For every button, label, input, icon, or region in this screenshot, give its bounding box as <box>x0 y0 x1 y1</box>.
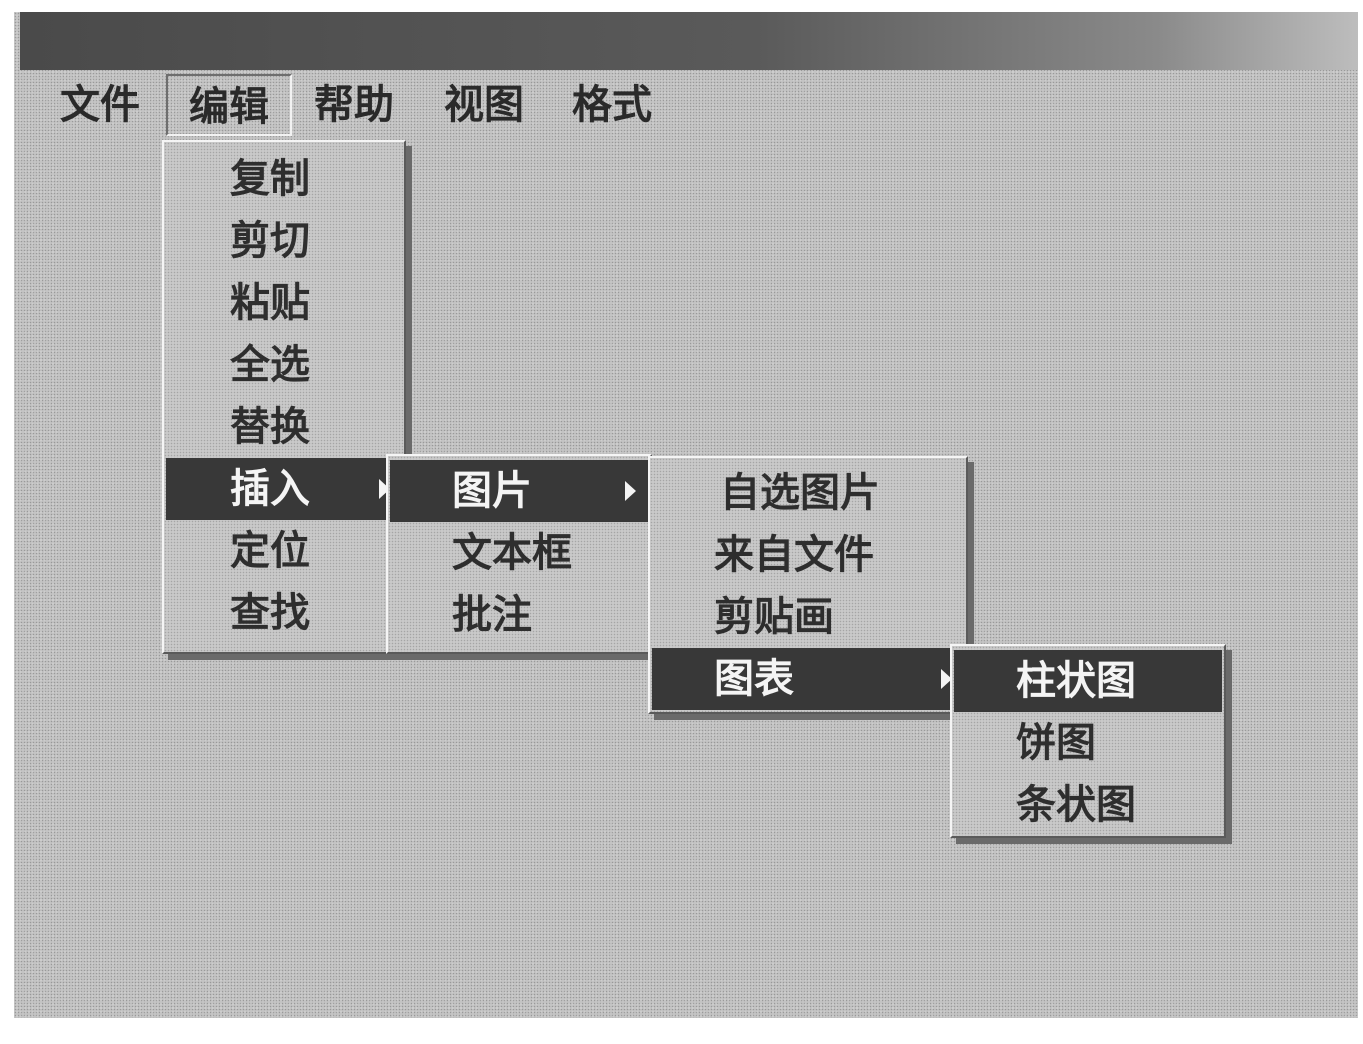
menu-item-goto[interactable]: 定位 <box>166 520 402 582</box>
menu-item-label: 饼图 <box>1016 720 1096 766</box>
menu-item-picture[interactable]: 图片 <box>390 460 648 522</box>
menu-item-chart[interactable]: 图表 <box>652 648 964 710</box>
menu-item-paste[interactable]: 粘贴 <box>166 272 402 334</box>
menu-item-label: 剪切 <box>230 218 310 264</box>
triangle-right-icon <box>941 669 952 689</box>
menu-item-select-all[interactable]: 全选 <box>166 334 402 396</box>
menu-item-label: 全选 <box>230 342 310 388</box>
menu-item-label: 查找 <box>230 590 310 636</box>
menu-item-copy[interactable]: 复制 <box>166 148 402 210</box>
menu-item-clip-art[interactable]: 剪贴画 <box>652 586 964 648</box>
insert-submenu: 图片 文本框 批注 <box>386 454 652 654</box>
menu-item-bar-chart[interactable]: 柱状图 <box>954 650 1222 712</box>
menu-item-autoshape-picture[interactable]: 自选图片 <box>652 462 964 524</box>
menu-item-comment[interactable]: 批注 <box>390 584 648 646</box>
menu-bar: 文件 编辑 帮助 视图 格式 <box>14 74 1358 138</box>
menubar-item-format[interactable]: 格式 <box>572 82 652 128</box>
menu-item-label: 定位 <box>230 528 310 574</box>
menu-item-label: 复制 <box>230 156 310 202</box>
title-bar <box>20 12 1358 70</box>
screen: 文件 编辑 帮助 视图 格式 复制 剪切 粘贴 全选 替换 插入 定位 查找 <box>14 12 1358 1018</box>
menubar-item-view[interactable]: 视图 <box>444 82 524 128</box>
picture-submenu: 自选图片 来自文件 剪贴画 图表 <box>648 456 968 714</box>
menu-item-strip-chart[interactable]: 条状图 <box>954 774 1222 836</box>
menu-item-label: 自选图片 <box>720 470 880 516</box>
triangle-right-icon <box>379 479 390 499</box>
menu-item-pie-chart[interactable]: 饼图 <box>954 712 1222 774</box>
menu-item-label: 文本框 <box>452 530 572 576</box>
menu-item-replace[interactable]: 替换 <box>166 396 402 458</box>
menu-item-label: 批注 <box>452 592 532 638</box>
menu-item-cut[interactable]: 剪切 <box>166 210 402 272</box>
chart-submenu: 柱状图 饼图 条状图 <box>950 644 1226 838</box>
menu-item-label: 粘贴 <box>230 280 310 326</box>
menubar-item-file[interactable]: 文件 <box>60 82 140 128</box>
menu-item-from-file[interactable]: 来自文件 <box>652 524 964 586</box>
menu-item-label: 来自文件 <box>714 532 874 578</box>
edit-menu: 复制 剪切 粘贴 全选 替换 插入 定位 查找 <box>162 140 406 654</box>
menu-item-text-box[interactable]: 文本框 <box>390 522 648 584</box>
menubar-item-help[interactable]: 帮助 <box>314 82 394 128</box>
menu-item-find[interactable]: 查找 <box>166 582 402 644</box>
menu-item-label: 插入 <box>230 466 310 512</box>
menu-item-label: 图片 <box>452 468 532 514</box>
triangle-right-icon <box>625 481 636 501</box>
menu-item-label: 条状图 <box>1016 782 1136 828</box>
menu-item-insert[interactable]: 插入 <box>166 458 402 520</box>
menu-item-label: 图表 <box>714 656 794 702</box>
menubar-item-edit[interactable]: 编辑 <box>166 74 292 136</box>
menu-item-label: 剪贴画 <box>714 594 834 640</box>
menu-item-label: 替换 <box>230 404 310 450</box>
menu-item-label: 柱状图 <box>1016 658 1136 704</box>
